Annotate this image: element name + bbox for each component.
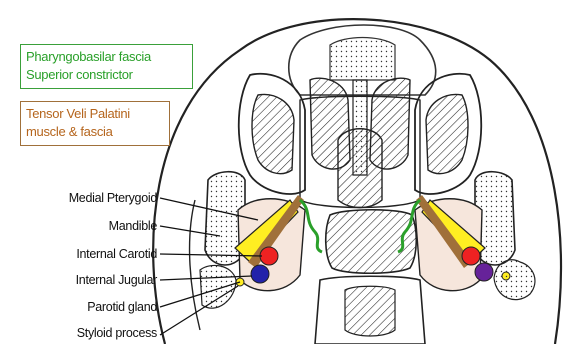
legend-brown-line-1: Tensor Veli Palatini bbox=[21, 105, 169, 123]
spinal-canal bbox=[345, 286, 395, 336]
left-maxillary-sinus bbox=[252, 94, 294, 173]
label-medial-pterygoid: Medial Pterygoid bbox=[69, 191, 157, 205]
left-parotid-gland bbox=[200, 265, 236, 308]
sphenoid-sinus bbox=[338, 129, 382, 208]
legend-pharyngobasilar: Pharyngobasilar fascia Superior constric… bbox=[20, 44, 193, 89]
right-internal-jugular bbox=[475, 263, 493, 281]
label-parotid-gland: Parotid gland bbox=[87, 300, 157, 314]
left-internal-jugular bbox=[251, 265, 269, 283]
label-internal-carotid: Internal Carotid bbox=[76, 247, 157, 261]
label-styloid-process: Styloid process bbox=[77, 326, 157, 340]
label-mandible: Mandible bbox=[109, 219, 157, 233]
right-maxillary-sinus bbox=[426, 94, 468, 173]
right-internal-carotid bbox=[462, 247, 480, 265]
right-parotid-gland bbox=[494, 260, 535, 300]
legend-green-line-2: Superior constrictor bbox=[21, 66, 192, 84]
legend-green-line-1: Pharyngobasilar fascia bbox=[21, 48, 192, 66]
nasal-inner bbox=[330, 38, 395, 81]
label-internal-jugular: Internal Jugular bbox=[76, 273, 157, 287]
legend-brown-line-2: muscle & fascia bbox=[21, 123, 169, 141]
legend-tensor-veli: Tensor Veli Palatini muscle & fascia bbox=[20, 101, 170, 146]
left-internal-carotid bbox=[260, 247, 278, 265]
